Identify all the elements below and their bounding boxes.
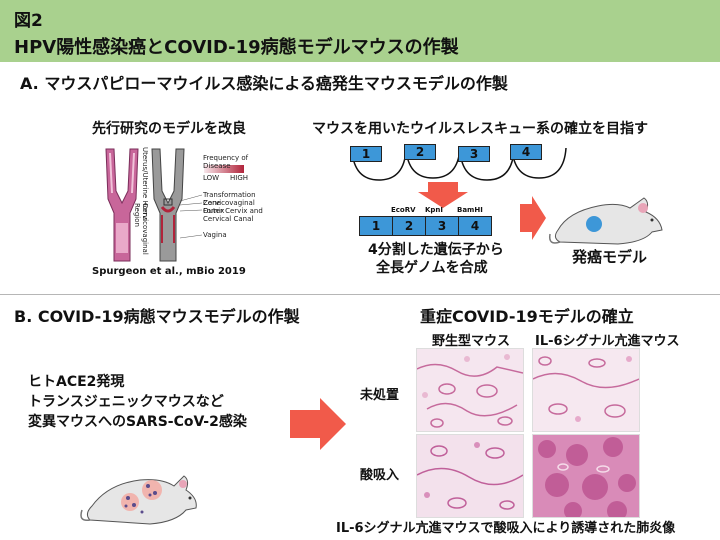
severe-model-title: 重症COVID-19モデルの確立 [420,307,634,326]
fragment-label: 4 [510,144,542,160]
column-label-il6: IL-6シグナル亢進マウス [535,334,680,349]
site-kpni: KpnI [425,206,444,214]
genome-segment-3: 3 [425,216,459,236]
zone-label-cervix: Outer Cervix and Cervical Canal [203,207,263,223]
disease-frequency-schematic [151,148,185,262]
right-arrow-icon [290,398,346,450]
legend-low: LOW [203,174,220,182]
site-ecorv: EcoRV [391,206,416,214]
genome-fragment-4: 4 [510,144,568,180]
lung-infection-marker [121,493,139,511]
pneumonia-caption: IL-6シグナル亢進マウスで酸吸入により誘導された肺炎像 [336,521,676,536]
tumor-site-marker [586,216,602,232]
mouse-icon [548,197,663,245]
genome-segment-4: 4 [458,216,492,236]
full-genome-construct: EcoRV KpnI BamHI 1 2 3 4 [353,206,493,240]
legend-title: Frequency of Disease [203,154,249,170]
genome-segment-1: 1 [359,216,393,236]
rescue-system-caption: マウスを用いたウイルスレスキュー系の確立を目指す [312,121,648,137]
section-a-title: A. マウスパピローマウイルス感染による癌発生マウスモデルの作製 [20,74,508,93]
reproductive-tract-figure: Frequency of Disease LOW HIGH Transforma… [92,143,272,263]
fragment-label: 2 [404,144,436,160]
fragment-label: 3 [458,146,490,162]
histology-wildtype-untreated [416,348,524,432]
synthesis-line-2: 全長ゲノムを合成 [376,260,488,276]
row-label-untreated: 未処置 [360,388,400,403]
frequency-legend-gradient [204,165,244,173]
zone-label-transformation: Transformation Zone [203,191,256,207]
column-label-wildtype: 野生型マウス [432,334,511,349]
vertical-label-cervicovaginal: Cervicovaginal Region [133,203,149,255]
infected-mouse-icon [80,475,197,525]
right-arrow-icon [520,196,546,240]
row-label-acid: 酸吸入 [360,468,400,483]
histology-il6-untreated [532,348,640,432]
he-stained-tract-illustration [105,148,139,262]
legend-high: HIGH [230,174,249,182]
histology-wildtype-acid [416,434,524,518]
fragment-label: 1 [350,146,382,162]
infection-line-3: 変異マウスへのSARS-CoV-2感染 [28,414,247,430]
histology-il6-acid [532,434,640,518]
site-bamhi: BamHI [457,206,483,214]
zone-label-fornix: Cervicovaginal Fornix [203,199,255,215]
synthesis-line-1: 4分割した遺伝子から [368,242,504,258]
genome-segment-2: 2 [392,216,426,236]
citation: Spurgeon et al., mBio 2019 [92,266,246,277]
figure-title: HPV陽性感染癌とCOVID-19病態モデルマウスの作製 [14,37,459,58]
lung-infection-marker [142,480,162,500]
previous-model-caption: 先行研究のモデルを改良 [92,121,246,137]
genome-fragment-1: 1 [350,146,408,182]
cancer-model-label: 発癌モデル [572,248,648,266]
zone-label-vagina: Vagina [203,231,227,239]
infection-line-1: ヒトACE2発現 [28,374,125,390]
figure-label: 図2 [14,11,43,31]
genome-fragment-2: 2 [404,144,462,180]
vertical-label-uterus: Uterus/Uterine Horns [141,147,149,221]
section-divider [0,294,720,295]
infection-line-2: トランスジェニックマウスなど [28,394,224,410]
down-arrow-icon [418,182,468,208]
genome-fragment-3: 3 [458,146,516,182]
figure-header [0,0,720,62]
section-b-title: B. COVID-19病態マウスモデルの作製 [14,307,300,326]
